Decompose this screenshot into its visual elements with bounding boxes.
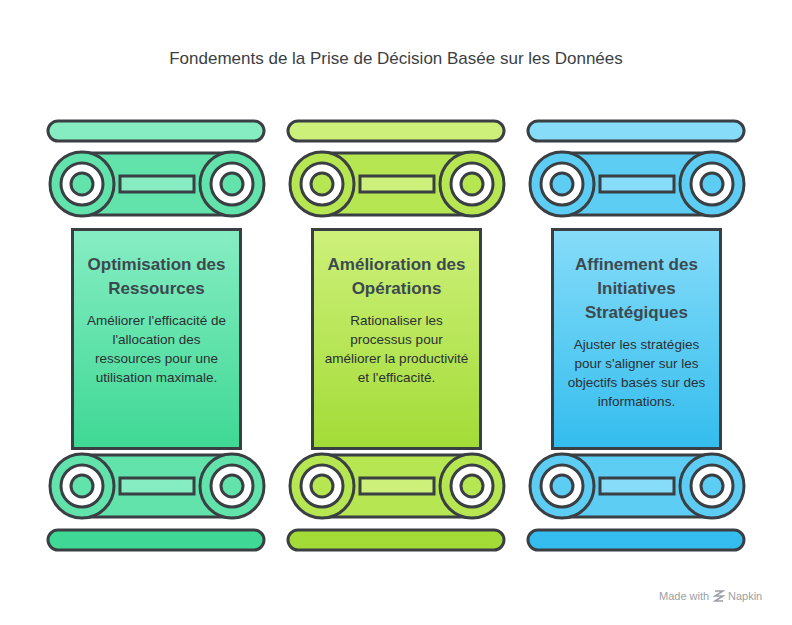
watermark: Napkin (728, 590, 762, 602)
napkin-logo (715, 591, 723, 601)
pillar-ornament (48, 121, 264, 550)
pillar-heading: Optimisation des Ressources (84, 253, 229, 301)
watermark: Made with (659, 590, 709, 602)
pillar-description: Ajuster les stratégies pour s'aligner su… (564, 335, 709, 411)
pillar-shaft: Affinement des Initiatives StratégiquesA… (551, 228, 722, 450)
pillar-description: Rationaliser les processus pour améliore… (324, 311, 469, 387)
diagram-title: Fondements de la Prise de Décision Basée… (0, 49, 792, 69)
pillar-heading: Affinement des Initiatives Stratégiques (564, 253, 709, 325)
pillar-ornament (528, 121, 744, 550)
pillar-ornament (288, 121, 504, 550)
pillar-heading: Amélioration des Opérations (324, 253, 469, 301)
pillar-shaft: Optimisation des RessourcesAméliorer l'e… (71, 228, 242, 450)
pillar-shaft: Amélioration des OpérationsRationaliser … (311, 228, 482, 450)
pillar-description: Améliorer l'efficacité de l'allocation d… (84, 311, 229, 387)
